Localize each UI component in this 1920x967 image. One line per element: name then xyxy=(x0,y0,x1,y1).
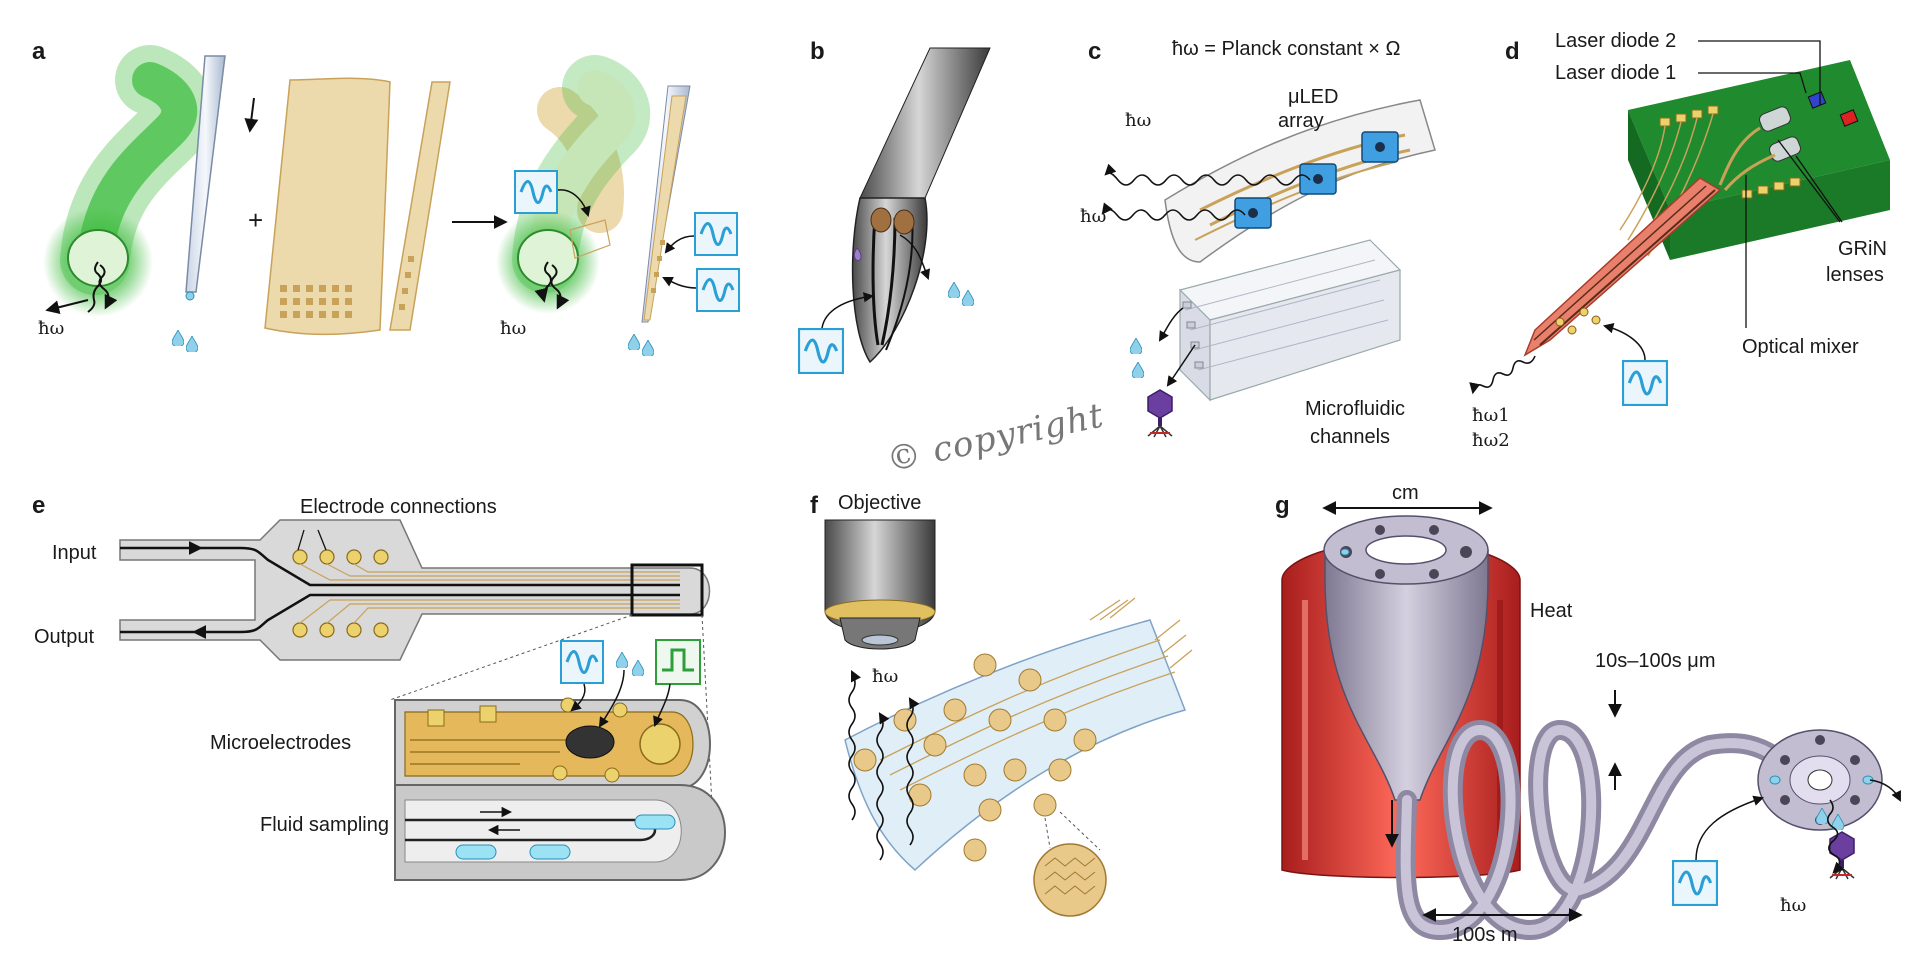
panel-g-heat: Heat xyxy=(1530,600,1573,622)
panel-d-optical-mixer: Optical mixer xyxy=(1742,336,1859,358)
panel-f-art xyxy=(824,519,1193,917)
panel-d-laser-diode-1: Laser diode 1 xyxy=(1555,62,1677,84)
panel-c-equation: ħω = Planck constant × Ω xyxy=(1172,38,1401,60)
panel-f-letter: f xyxy=(810,492,818,519)
sine-icon xyxy=(798,328,844,374)
panel-g-art xyxy=(1281,501,1901,941)
panel-b-art xyxy=(798,47,991,374)
panel-a-art xyxy=(43,45,740,356)
panel-d-grin-line2: lenses xyxy=(1826,264,1884,286)
panel-e-output: Output xyxy=(34,626,95,648)
sine-icon xyxy=(696,268,740,312)
panel-a-plus: + xyxy=(248,205,264,235)
panel-c-art xyxy=(1101,99,1436,438)
panel-c-uled-line1: μLED xyxy=(1288,86,1339,108)
panel-d-hbar-omega1: ħω1 xyxy=(1472,405,1510,426)
panel-c-hbar-omega-top: ħω xyxy=(1125,110,1152,131)
sine-icon xyxy=(1622,360,1668,406)
panel-d-art xyxy=(1469,40,1890,406)
panel-c-hbar-omega-bottom: ħω xyxy=(1080,206,1107,227)
sine-icon xyxy=(694,212,738,256)
panel-e-fluid-sampling: Fluid sampling xyxy=(260,814,389,836)
panel-e-letter: e xyxy=(32,492,46,519)
panel-e-art xyxy=(119,519,726,881)
panel-d-letter: d xyxy=(1505,38,1520,65)
panel-g-letter: g xyxy=(1275,492,1290,519)
panel-c-microfluidic-line1: Microfluidic xyxy=(1305,398,1406,420)
panel-e-input: Input xyxy=(52,542,97,564)
panel-d-laser-diode-2: Laser diode 2 xyxy=(1555,30,1677,52)
panel-g-cm: cm xyxy=(1392,482,1419,504)
panel-e-electrode-connections: Electrode connections xyxy=(300,496,497,518)
panel-f-hbar-omega: ħω xyxy=(872,666,899,687)
panel-g-hundred-m: 100s m xyxy=(1452,924,1518,946)
sine-icon xyxy=(1672,860,1718,906)
panel-b-letter: b xyxy=(810,38,825,65)
sine-icon xyxy=(560,640,604,684)
panel-a-letter: a xyxy=(32,38,46,65)
panel-e-microelectrodes: Microelectrodes xyxy=(210,732,352,754)
sine-icon xyxy=(514,170,558,214)
panel-c-uled-line2: array xyxy=(1278,110,1324,132)
panel-g-microns: 10s–100s μm xyxy=(1595,650,1716,672)
square-wave-icon xyxy=(655,639,701,685)
panel-d-grin-line1: GRiN xyxy=(1838,238,1887,260)
panel-g-hbar-omega: ħω xyxy=(1780,895,1807,916)
panel-c-microfluidic-line2: channels xyxy=(1310,426,1391,448)
panel-a-hbar-omega-1: ħω xyxy=(38,318,65,339)
panel-c-letter: c xyxy=(1088,38,1102,65)
panel-d-hbar-omega2: ħω2 xyxy=(1472,430,1510,451)
panel-a-hbar-omega-2: ħω xyxy=(500,318,527,339)
panel-f-objective: Objective xyxy=(838,492,922,514)
